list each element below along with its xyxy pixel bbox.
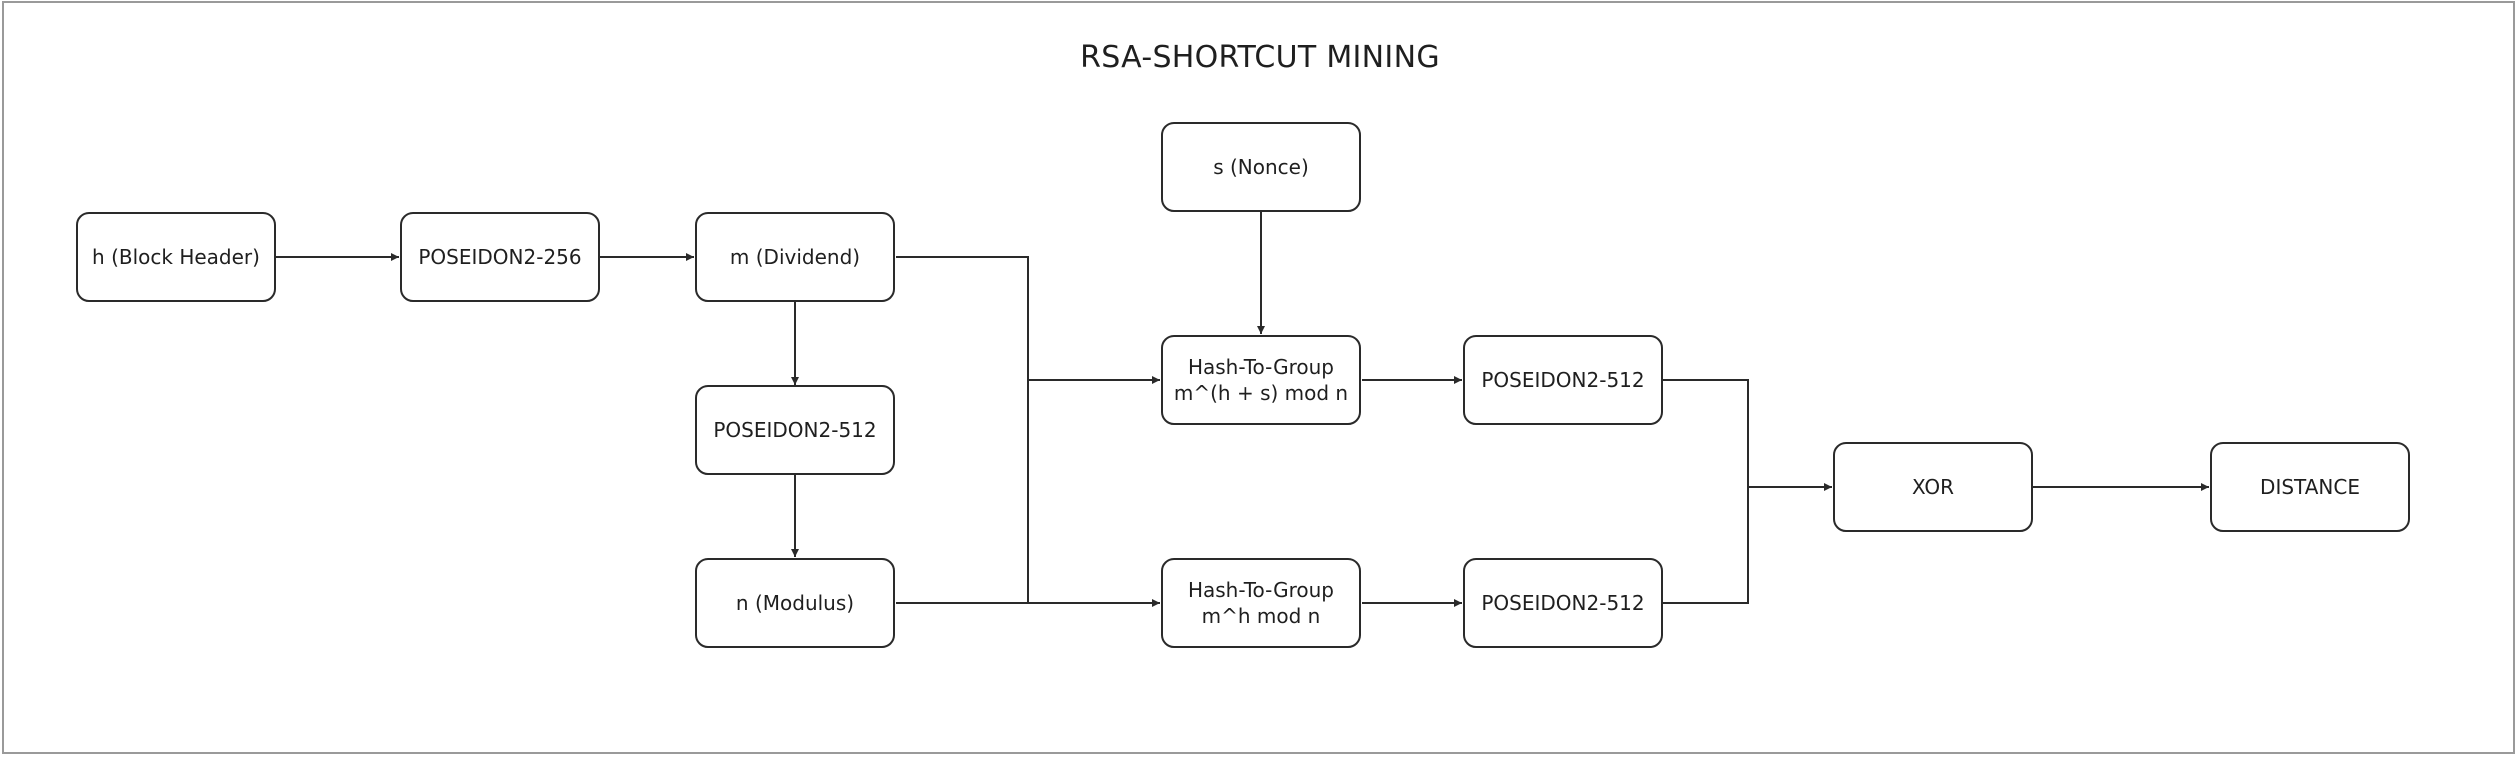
modulus-label: n (Modulus) xyxy=(735,591,855,615)
hash-to-group-bottom-node[interactable]: Hash-To-Group m^h mod n xyxy=(1161,558,1361,648)
poseidon2-512-top-node[interactable]: POSEIDON2-512 xyxy=(1463,335,1663,425)
hash-to-group-top-title: Hash-To-Group xyxy=(1187,355,1335,379)
xor-node[interactable]: XOR xyxy=(1833,442,2033,532)
dividend-label: m (Dividend) xyxy=(729,245,861,269)
poseidon2-512-mid-node[interactable]: POSEIDON2-512 xyxy=(695,385,895,475)
diagram-title: RSA-SHORTCUT MINING xyxy=(1080,40,1440,75)
poseidon2-256-label: POSEIDON2-256 xyxy=(418,245,582,269)
poseidon2-512-mid-label: POSEIDON2-512 xyxy=(713,418,877,442)
nonce-label: s (Nonce) xyxy=(1213,155,1309,179)
poseidon2-512-bottom-node[interactable]: POSEIDON2-512 xyxy=(1463,558,1663,648)
distance-node[interactable]: DISTANCE xyxy=(2210,442,2410,532)
nonce-node[interactable]: s (Nonce) xyxy=(1161,122,1361,212)
poseidon2-512-top-label: POSEIDON2-512 xyxy=(1481,368,1645,392)
poseidon2-256-node[interactable]: POSEIDON2-256 xyxy=(400,212,600,302)
hash-to-group-top-node[interactable]: Hash-To-Group m^(h + s) mod n xyxy=(1161,335,1361,425)
hash-to-group-bottom-formula: m^h mod n xyxy=(1201,604,1321,628)
poseidon2-512-bottom-label: POSEIDON2-512 xyxy=(1481,591,1645,615)
block-header-node[interactable]: h (Block Header) xyxy=(76,212,276,302)
block-header-label: h (Block Header) xyxy=(92,245,260,269)
hash-to-group-bottom-title: Hash-To-Group xyxy=(1187,578,1335,602)
modulus-node[interactable]: n (Modulus) xyxy=(695,558,895,648)
dividend-node[interactable]: m (Dividend) xyxy=(695,212,895,302)
hash-to-group-top-formula: m^(h + s) mod n xyxy=(1173,381,1349,405)
distance-label: DISTANCE xyxy=(2260,475,2360,499)
xor-label: XOR xyxy=(1911,475,1955,499)
